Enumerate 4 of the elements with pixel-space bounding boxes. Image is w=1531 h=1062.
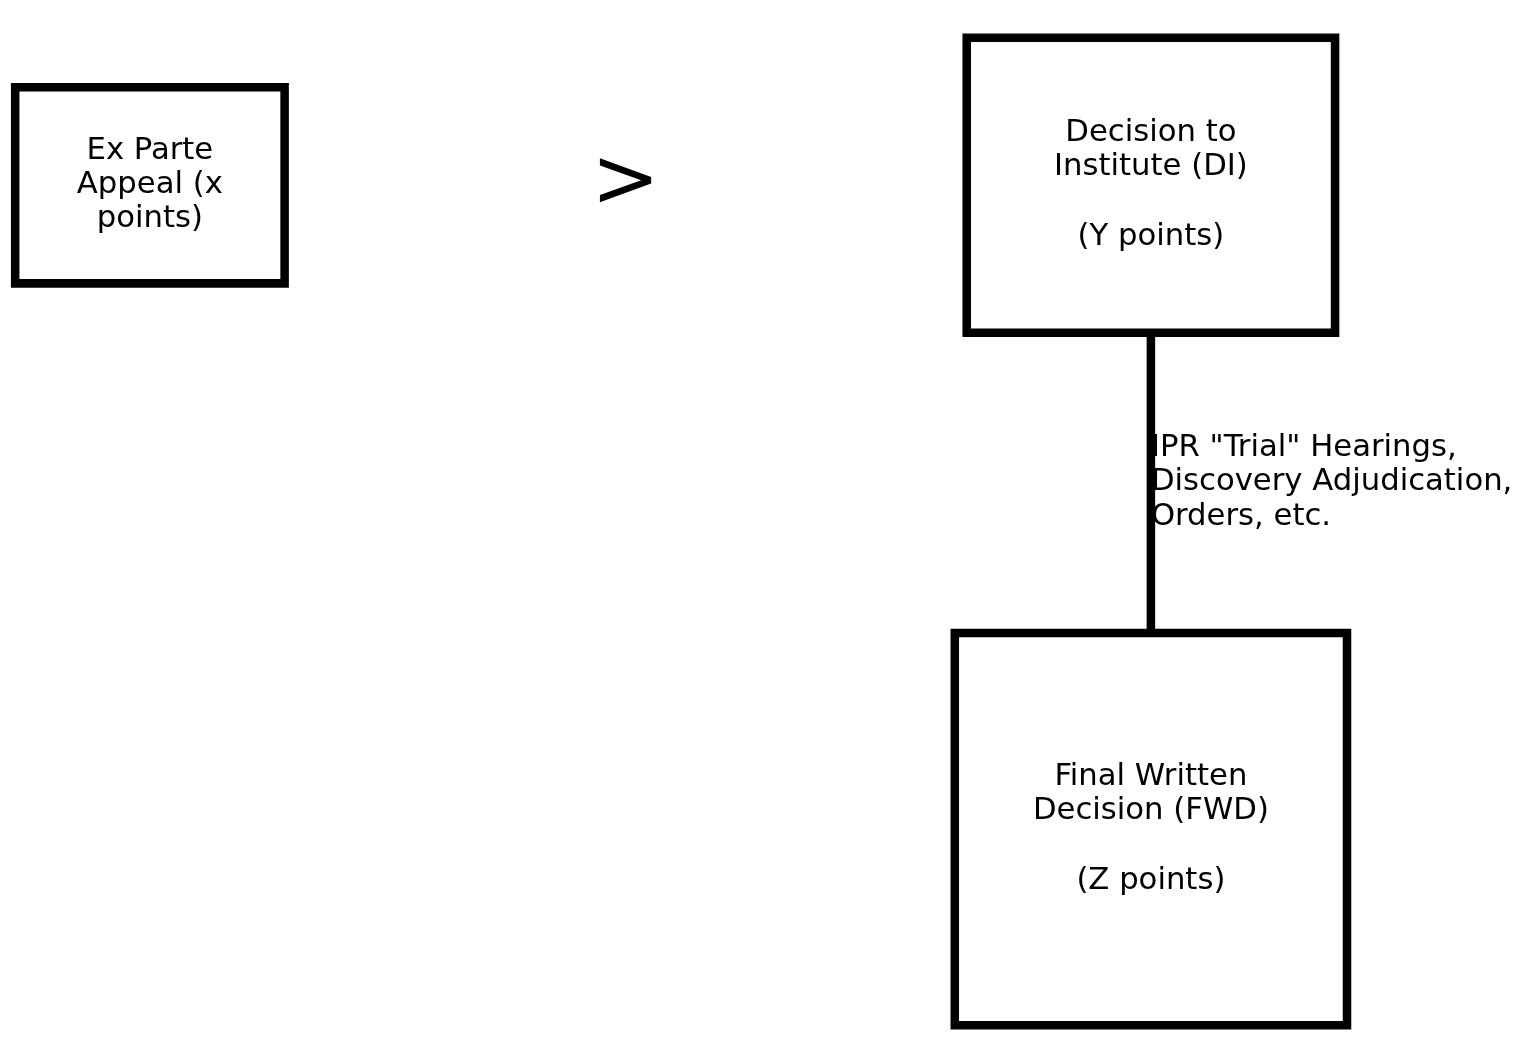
node-box: Ex Parte Appeal (x points) xyxy=(10,82,289,288)
node-box: Decision to Institute (DI) (Y points) xyxy=(962,33,1340,337)
label: > xyxy=(591,129,660,225)
node-box: Final Written Decision (FWD) (Z points) xyxy=(950,628,1352,1029)
